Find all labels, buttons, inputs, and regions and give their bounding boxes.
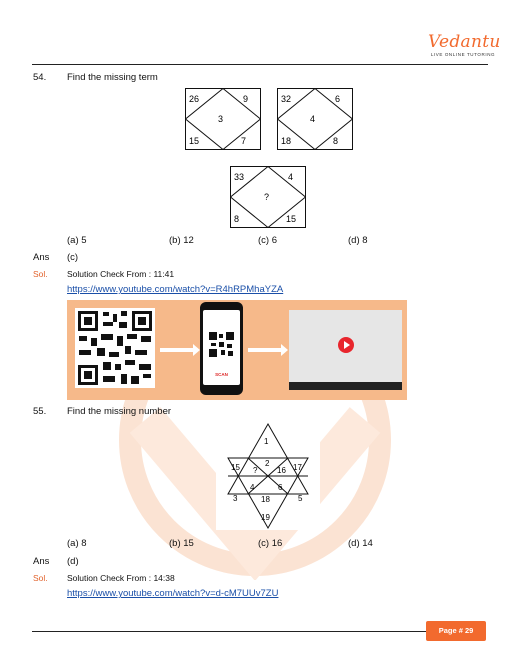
solution-label: Sol.	[33, 269, 48, 279]
star-cell-16: 16	[277, 466, 286, 475]
answer-label: Ans	[33, 556, 50, 567]
option-a: (a) 8	[67, 538, 87, 549]
star-cell-2: 2	[265, 459, 270, 468]
qr-code	[75, 308, 155, 388]
question-number: 54.	[33, 72, 47, 83]
video-controls-bar	[289, 382, 402, 390]
puzzle-figure-2: 32 6 4 18 8	[277, 88, 353, 150]
puzzle-figure-1: 26 9 3 15 7	[185, 88, 261, 150]
fig2-center: 4	[310, 114, 315, 124]
fig3-center: ?	[264, 192, 269, 202]
star-cell-missing: ?	[253, 466, 258, 475]
star-figure: 1 15 17 2 ? 16 4 6 18 3 5 19	[216, 422, 320, 530]
fig3-bottom-right: 15	[286, 214, 296, 224]
scan-label: SCAN	[215, 372, 228, 377]
question-number: 55.	[33, 406, 47, 417]
fig2-bottom-right: 8	[333, 136, 338, 146]
solution-text: Solution Check From : 11:41	[67, 269, 175, 279]
phone-qr-icon	[209, 332, 234, 357]
arrow-icon	[248, 344, 288, 356]
puzzle-figure-3: 33 4 ? 8 15	[230, 166, 306, 228]
footer-divider	[32, 631, 430, 632]
star-cell-6: 6	[278, 483, 283, 492]
play-button-icon	[338, 337, 354, 353]
option-b: (b) 12	[169, 235, 194, 246]
answer-label: Ans	[33, 252, 50, 263]
phone-icon: SCAN	[200, 302, 243, 395]
youtube-link[interactable]: https://www.youtube.com/watch?v=d-cM7UUv…	[67, 588, 279, 599]
star-bottom-right: 5	[298, 494, 303, 503]
option-c: (c) 6	[258, 235, 277, 246]
phone-screen: SCAN	[203, 310, 240, 385]
fig1-top-left: 26	[189, 94, 199, 104]
youtube-link[interactable]: https://www.youtube.com/watch?v=R4hRPMha…	[67, 284, 284, 295]
fig2-top-left: 32	[281, 94, 291, 104]
solution-label: Sol.	[33, 573, 48, 583]
star-bottom-left: 3	[233, 494, 238, 503]
fig1-bottom-right: 7	[241, 136, 246, 146]
option-d: (d) 8	[348, 235, 368, 246]
option-d: (d) 14	[348, 538, 373, 549]
option-a: (a) 5	[67, 235, 87, 246]
fig1-bottom-left: 15	[189, 136, 199, 146]
solution-text: Solution Check From : 14:38	[67, 573, 175, 583]
logo-tagline: LIVE ONLINE TUTORING	[430, 52, 496, 57]
star-top: 1	[264, 437, 269, 446]
fig3-top-left: 33	[234, 172, 244, 182]
option-c: (c) 16	[258, 538, 283, 549]
question-text: Find the missing term	[67, 72, 158, 83]
arrow-icon	[160, 344, 200, 356]
fig3-top-right: 4	[288, 172, 293, 182]
answer-value: (d)	[67, 556, 79, 567]
question-text: Find the missing number	[67, 406, 172, 417]
fig2-bottom-left: 18	[281, 136, 291, 146]
star-left: 15	[231, 463, 240, 472]
option-b: (b) 15	[169, 538, 194, 549]
star-cell-4: 4	[250, 483, 255, 492]
fig1-center: 3	[218, 114, 223, 124]
page-number-badge: Page # 29	[426, 621, 486, 641]
star-bottom: 19	[261, 513, 270, 522]
fig3-bottom-left: 8	[234, 214, 239, 224]
video-thumbnail	[289, 310, 402, 390]
star-cell-18: 18	[261, 495, 270, 504]
star-right: 17	[293, 463, 302, 472]
fig2-top-right: 6	[335, 94, 340, 104]
fig1-top-right: 9	[243, 94, 248, 104]
vedantu-logo: Vedantu LIVE ONLINE TUTORING	[428, 32, 501, 57]
answer-value: (c)	[67, 252, 79, 263]
logo-name: Vedantu	[428, 32, 501, 52]
header-divider	[32, 64, 488, 65]
